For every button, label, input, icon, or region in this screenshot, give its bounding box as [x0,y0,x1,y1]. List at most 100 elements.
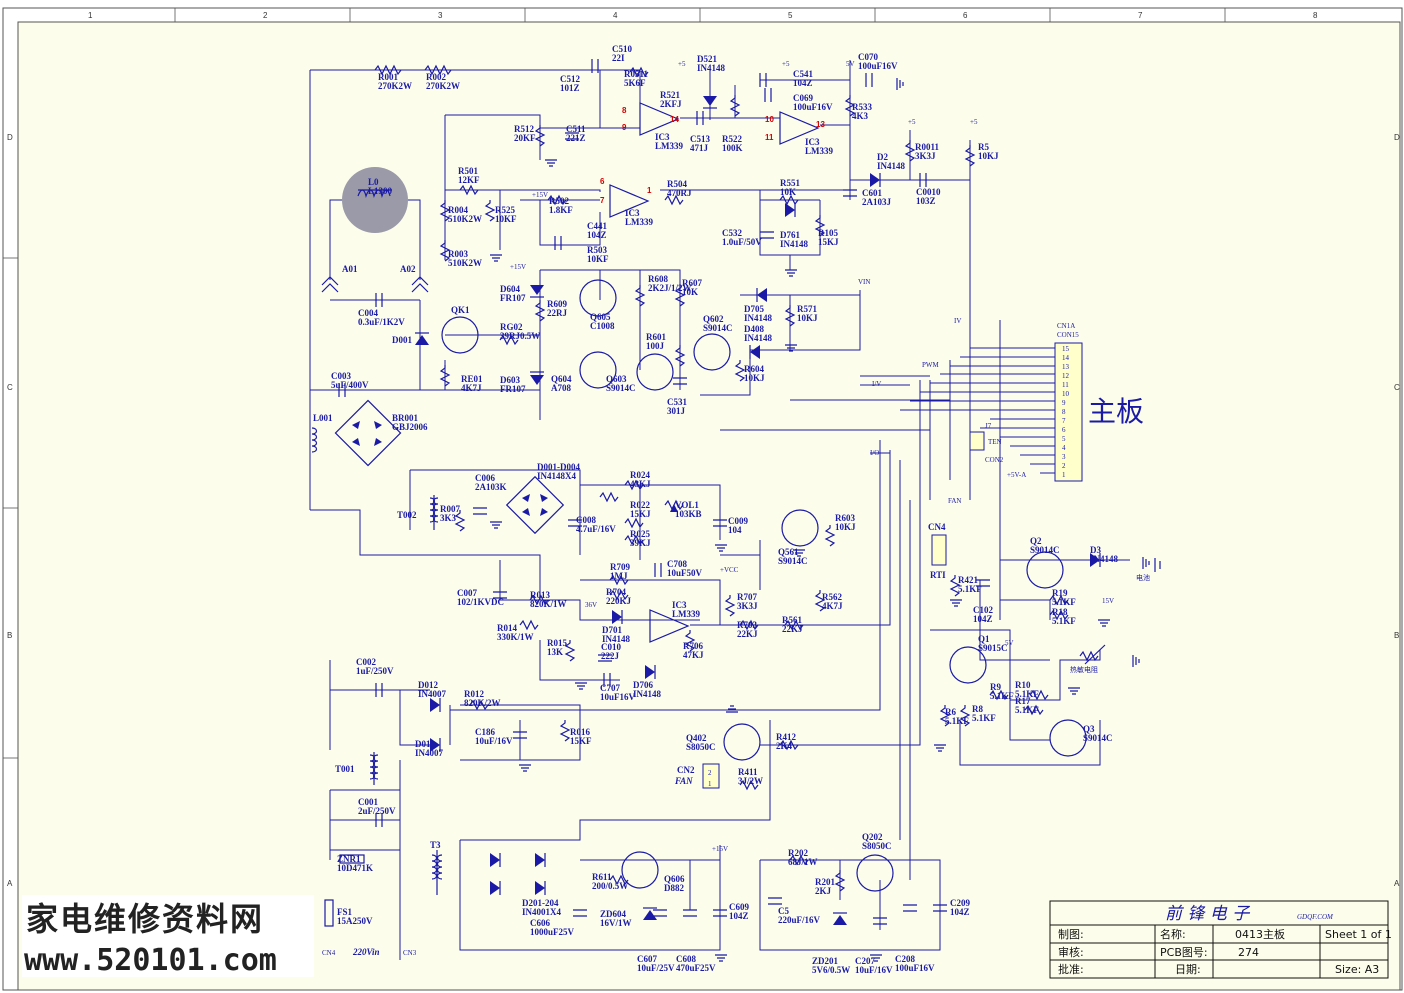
ref-fs1: FS1 [337,907,353,917]
value-zd201: 5V6/0.5W [812,965,850,975]
value-rg02: 39RJ0.5W [500,331,540,341]
value-r703: 22KJ [737,629,758,639]
ref-r561: R561 [782,615,802,625]
value-r8: 5.1KF [972,713,996,723]
value-re01: 4K7J [461,383,482,393]
grid-row-c: C [7,383,13,392]
ref-d603: D603 [500,375,520,385]
value-r18: 5.1KF [1052,616,1076,626]
ref-ic3_3: IC3 [805,137,820,147]
value-d011: IN4007 [415,748,444,758]
title-review-label: 审核: [1058,945,1084,959]
diode-symbols [415,96,1101,925]
ref-rt1: RTI [930,570,946,580]
ref-c511: C511 [566,124,586,134]
ref-c441: C441 [587,221,607,231]
ref-d521: D521 [697,54,717,64]
value-r551: 10K [780,187,796,197]
value-r001: 270K2W [378,81,412,91]
pin-11: 11 [765,133,774,142]
value-d761: IN4148 [780,239,809,249]
value-c541: 104Z [793,78,813,88]
ref-q402: Q402 [686,733,707,743]
ref-ic3_1: IC3 [625,208,640,218]
ref-d706: D706 [633,680,653,690]
ref-r17: R17 [1015,696,1031,706]
value-c003: 5uF/400V [331,380,369,390]
value-r014: 330K/1W [497,632,534,642]
ref-l0: L0 [368,177,379,187]
cn1a-pin-1: 1 [1062,471,1066,479]
cn1a-pin-3: 3 [1062,453,1066,461]
transformer-symbols [311,427,443,895]
title-pcb-label: PCB图号: [1160,946,1208,959]
grid-row-d-right: D [1394,133,1400,142]
value-c069: 100uF16V [793,102,833,112]
net-plus5-b: +5 [782,60,790,68]
ref-c531: C531 [667,397,687,407]
ref-r501: R501 [458,166,478,176]
ref-rg02: RG02 [500,322,523,332]
value-c532: 1.0uF/50V [722,237,762,247]
grid-col-1: 1 [88,11,93,20]
ref-d012: D012 [418,680,438,690]
ref-r002: R002 [426,72,446,82]
pin-8: 8 [622,106,627,115]
ref-c608: C608 [676,954,696,964]
grid-row-labels: D C B A D C B A [7,133,1400,888]
cn1a-pin-7: 7 [1062,417,1066,425]
title-draw-label: 制图: [1058,928,1084,941]
ref-d604: D604 [500,284,520,294]
value-r521: 2KFJ [660,99,682,109]
value-r512: 20KF [514,133,536,143]
grid-col-2: 2 [263,11,268,20]
ref-c102: C102 [973,605,993,615]
ref-r001: R001 [378,72,398,82]
ref-ic3_4: IC3 [655,132,670,142]
value-r202: 68J/1W [788,857,818,867]
cn1a-pin-8: 8 [1062,408,1066,416]
ref-d201: D201-204 [522,898,559,908]
net-plus15-a: +15V [532,191,548,199]
value-q602: S9014C [703,323,733,333]
thermistor-label: 热敏电阻 [1070,665,1098,674]
value-c5: 220uF/16V [778,915,821,925]
connector-cn4 [931,534,947,566]
value-c607: 10uF/25V [637,963,675,973]
cn1a-pin-10: 10 [1062,390,1070,398]
cn1a-pin-6: 6 [1062,426,1066,434]
ref-d701: D701 [602,625,622,635]
ref-r105: R105 [818,228,838,238]
value-r201: 2KJ [815,886,832,896]
cn1a-ref: CN1A [1057,322,1075,330]
value-d001_d004: IN4148X4 [537,471,577,481]
value-r17: 5.1KF [1015,705,1039,715]
ref-q1: Q1 [978,634,990,644]
value-ic3_4: LM339 [655,141,683,151]
pin-13: 13 [816,120,825,129]
cn2-labels: CN2 FAN 2 1 [674,765,712,788]
grid-col-3: 3 [438,11,443,20]
watermark-line1: 家电维修资料网 [26,900,264,938]
net-i-v: I/V [872,380,881,388]
ref-r201: R201 [815,877,835,887]
net-io: I/O [870,449,879,457]
value-r611: 200/0.5W [592,881,628,891]
value-d201: IN4001X4 [522,907,562,917]
value-q402: S8050C [686,742,716,752]
value-r604: 10KJ [744,373,765,383]
net-5v-r: 5V [1005,639,1014,647]
ref-c5: C5 [778,906,789,916]
ref-r411: R411 [738,767,758,777]
transistor-symbols [441,279,1087,892]
value-r012: 820K/2W [464,698,501,708]
value-c0010: 103Z [916,196,936,206]
value-r19: 5.1KF [1052,597,1076,607]
value-c004: 0.3uF/1K2V [358,317,405,327]
opamp-symbols [609,102,820,643]
value-fs1: 15A250V [337,916,373,926]
ref-q606: Q606 [664,874,685,884]
grid-col-8: 8 [1313,11,1318,20]
cn2-name: FAN [674,776,693,786]
ref-r024: R024 [630,470,650,480]
